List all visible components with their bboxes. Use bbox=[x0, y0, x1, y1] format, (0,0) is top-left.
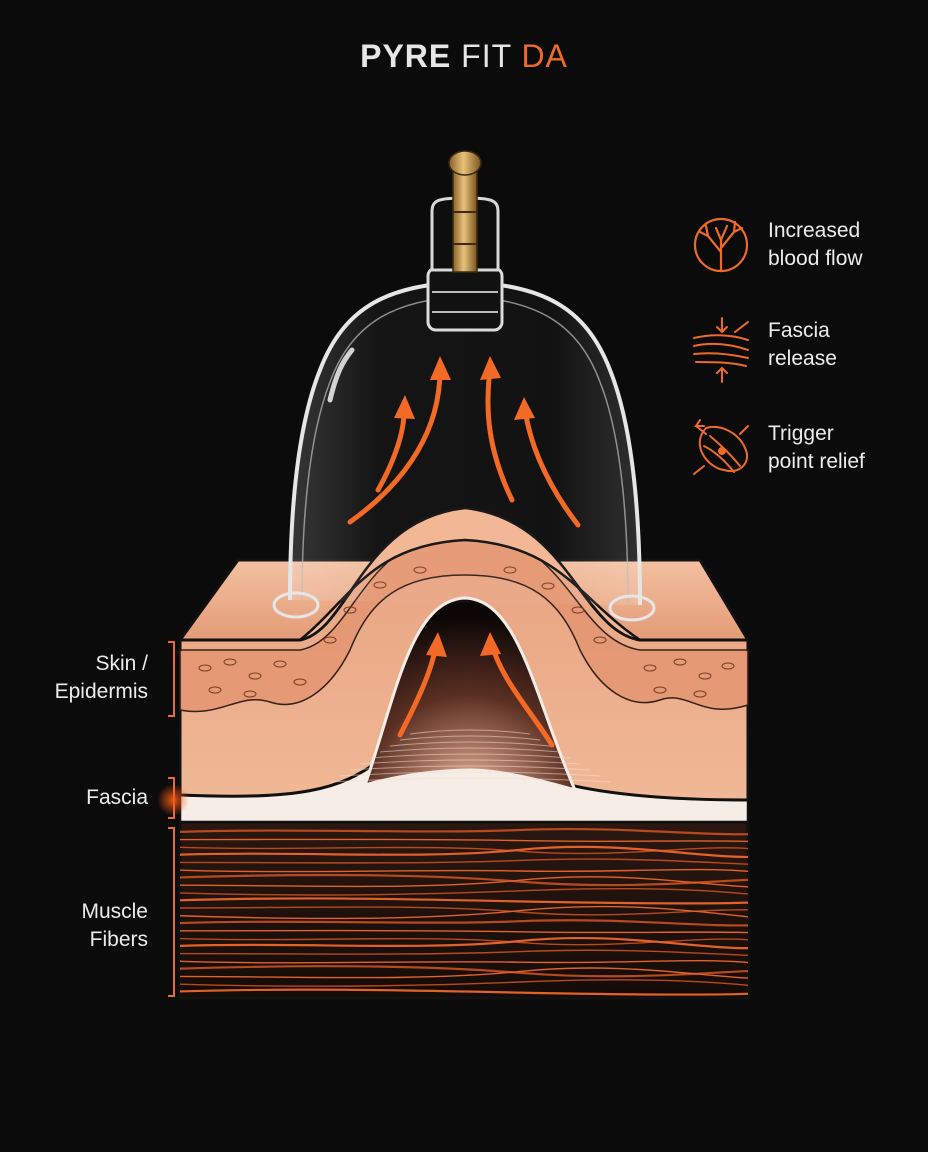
cup-dome-shine bbox=[327, 347, 355, 403]
benefit-line: Fascia bbox=[768, 319, 830, 342]
muscle-fiber-line bbox=[180, 868, 748, 873]
benefit-line: Trigger bbox=[768, 422, 834, 445]
muscle-fiber-line bbox=[180, 897, 748, 905]
layer-line: Fascia bbox=[86, 786, 148, 809]
skin-cell bbox=[571, 606, 585, 614]
benefit-line: point relief bbox=[768, 450, 865, 473]
skin-cell bbox=[323, 636, 337, 644]
skin-cell bbox=[248, 672, 262, 680]
skin-cell bbox=[673, 658, 687, 666]
brand-logo: PYRE FIT DA bbox=[0, 38, 928, 75]
cavity-line bbox=[349, 765, 591, 771]
fascia-glow bbox=[157, 784, 189, 816]
skin-cell bbox=[721, 662, 735, 670]
benefit-line: Increased bbox=[768, 219, 861, 242]
suction-cavity bbox=[362, 596, 578, 793]
muscle-fiber-line bbox=[180, 888, 748, 896]
trigger-point-icon bbox=[693, 419, 749, 475]
cavity-line bbox=[329, 777, 611, 783]
muscle-fiber-line bbox=[180, 949, 748, 957]
cup-rim-right bbox=[608, 594, 656, 622]
muscle-fibers bbox=[180, 827, 748, 996]
skin-cell bbox=[223, 658, 237, 666]
valve-stem bbox=[452, 171, 478, 273]
benefit-fascia-release: Fascia release bbox=[768, 317, 837, 373]
skin-cell bbox=[243, 690, 257, 698]
cavity-fascia-lines bbox=[329, 729, 611, 783]
skin-cell bbox=[208, 686, 222, 694]
skin-cell bbox=[343, 606, 357, 614]
benefit-line: blood flow bbox=[768, 247, 863, 270]
muscle-fiber-line bbox=[180, 838, 748, 843]
muscle-fiber-line bbox=[180, 960, 748, 964]
skin-cell bbox=[653, 686, 667, 694]
skin-cell bbox=[593, 636, 607, 644]
skin-cell bbox=[198, 664, 212, 672]
brand-part-1: PYRE bbox=[360, 38, 452, 74]
bracket-skin bbox=[168, 641, 175, 717]
layer-label-fascia: Fascia bbox=[86, 784, 148, 812]
cup-rim-left bbox=[272, 591, 320, 619]
benefit-blood-flow: Increased blood flow bbox=[768, 217, 863, 273]
benefit-trigger-point: Trigger point relief bbox=[768, 420, 865, 476]
muscle-fiber-line bbox=[180, 937, 748, 950]
skin-cell bbox=[698, 672, 712, 680]
skin-cell bbox=[643, 664, 657, 672]
muscle-fiber-line bbox=[180, 858, 748, 865]
cavity-line bbox=[359, 759, 581, 765]
layer-label-skin: Skin / Epidermis bbox=[55, 650, 148, 706]
layer-line: Muscle bbox=[81, 900, 148, 923]
brand-part-2: FIT bbox=[461, 38, 512, 74]
bracket-muscle bbox=[168, 827, 175, 997]
cavity-line bbox=[369, 753, 571, 759]
layer-line: Epidermis bbox=[54, 680, 148, 703]
muscle-fiber-line bbox=[180, 979, 748, 987]
muscle-fiber-line bbox=[180, 988, 748, 996]
muscle-fiber-line bbox=[180, 919, 748, 927]
valve-knob bbox=[448, 150, 482, 176]
cavity-line bbox=[409, 729, 531, 735]
fascia-icon bbox=[693, 317, 749, 383]
layer-line: Fibers bbox=[89, 928, 148, 951]
muscle-fiber-line bbox=[180, 905, 748, 920]
blood-vessel-icon bbox=[693, 217, 749, 273]
muscle-fiber-line bbox=[180, 876, 748, 888]
skin-cell bbox=[693, 690, 707, 698]
cavity-line bbox=[339, 771, 601, 777]
muscle-fiber-line bbox=[180, 845, 748, 859]
muscle-fiber-line bbox=[180, 827, 748, 836]
brand-part-3: DA bbox=[521, 38, 568, 74]
cavity-line bbox=[389, 741, 551, 747]
layer-brackets bbox=[168, 641, 175, 997]
suction-arrowheads bbox=[394, 356, 535, 657]
cavity-line bbox=[399, 735, 541, 741]
benefit-line: release bbox=[768, 347, 837, 370]
cavity-line bbox=[379, 747, 561, 753]
layer-line: Skin / bbox=[95, 652, 148, 675]
muscle-fiber-line bbox=[180, 967, 748, 979]
muscle-fiber-line bbox=[180, 929, 748, 934]
skin-cell bbox=[293, 678, 307, 686]
layer-label-muscle: Muscle Fibers bbox=[81, 898, 148, 954]
cup-neck bbox=[426, 266, 504, 332]
skin-cell bbox=[273, 660, 287, 668]
